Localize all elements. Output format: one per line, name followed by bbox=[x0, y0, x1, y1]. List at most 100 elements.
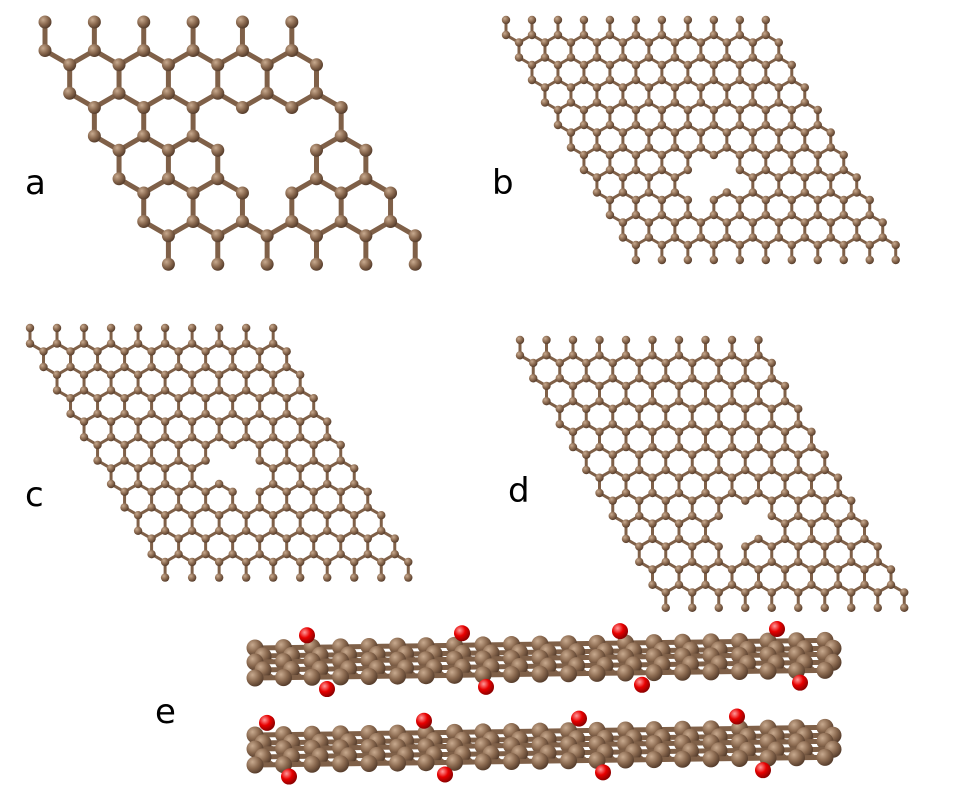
carbon-atom bbox=[780, 534, 790, 544]
carbon-atom bbox=[794, 603, 803, 612]
carbon-atom bbox=[161, 143, 175, 157]
carbon-atom bbox=[255, 440, 264, 450]
carbon-atom bbox=[621, 534, 631, 544]
carbon-atom bbox=[282, 362, 291, 372]
carbon-atom bbox=[282, 440, 291, 450]
carbon-atom bbox=[260, 229, 274, 243]
carbon-atom bbox=[211, 58, 225, 72]
carbon-atom bbox=[696, 53, 706, 62]
carbon-atom bbox=[683, 75, 693, 85]
carbon-atom bbox=[873, 588, 882, 597]
carbon-atom bbox=[137, 215, 151, 228]
carbon-atom bbox=[592, 143, 602, 152]
carbon-atom bbox=[731, 662, 748, 680]
carbon-atom bbox=[214, 433, 224, 442]
carbon-atom bbox=[727, 473, 737, 482]
bond-layer bbox=[28, 326, 410, 580]
carbon-atom bbox=[63, 58, 77, 72]
carbon-atom bbox=[241, 417, 251, 426]
oxygen-atom bbox=[478, 678, 494, 695]
carbon-atom bbox=[582, 404, 591, 414]
carbon-atom bbox=[106, 464, 116, 473]
carbon-atom bbox=[735, 195, 745, 205]
carbon-atom bbox=[133, 433, 143, 442]
carbon-atom bbox=[282, 456, 291, 465]
carbon-atom bbox=[709, 15, 719, 25]
carbon-atom bbox=[826, 218, 835, 227]
carbon-atom bbox=[714, 419, 723, 429]
carbon-atom bbox=[187, 433, 197, 442]
carbon-atom bbox=[767, 450, 776, 459]
carbon-atom bbox=[187, 339, 197, 348]
carbon-atom bbox=[246, 669, 264, 687]
carbon-atom bbox=[282, 347, 291, 356]
carbon-atom bbox=[714, 450, 723, 459]
carbon-atom bbox=[566, 143, 576, 152]
carbon-atom bbox=[648, 580, 657, 589]
carbon-atom bbox=[644, 143, 654, 152]
carbon-atom bbox=[241, 323, 251, 333]
carbon-atom bbox=[174, 347, 183, 356]
carbon-atom bbox=[696, 128, 706, 137]
carbon-atom bbox=[174, 440, 183, 450]
carbon-atom bbox=[657, 195, 667, 205]
carbon-atom bbox=[66, 409, 75, 418]
carbon-atom bbox=[566, 128, 576, 137]
carbon-atom bbox=[334, 129, 348, 143]
carbon-atom bbox=[807, 442, 816, 452]
panel-label-c: c bbox=[25, 475, 44, 515]
carbon-atom bbox=[683, 60, 693, 70]
carbon-atom bbox=[701, 519, 710, 528]
oxygen-atom bbox=[729, 708, 745, 725]
carbon-atom bbox=[701, 442, 710, 452]
carbon-atom bbox=[323, 479, 332, 489]
carbon-atom bbox=[696, 98, 706, 107]
carbon-atom bbox=[201, 347, 210, 356]
carbon-atom bbox=[644, 188, 654, 197]
carbon-atom bbox=[714, 557, 723, 567]
carbon-atom bbox=[722, 233, 732, 242]
carbon-atom bbox=[363, 503, 372, 512]
carbon-atom bbox=[186, 215, 200, 228]
carbon-atom bbox=[631, 165, 641, 175]
carbon-atom bbox=[754, 442, 763, 452]
carbon-atom bbox=[820, 496, 829, 505]
carbon-atom bbox=[722, 38, 732, 47]
carbon-atom bbox=[187, 464, 197, 473]
carbon-atom bbox=[255, 487, 264, 496]
carbon-atom bbox=[255, 503, 264, 512]
carbon-atom bbox=[268, 464, 278, 473]
carbon-atom bbox=[531, 665, 549, 683]
carbon-atom bbox=[741, 419, 750, 429]
carbon-atom bbox=[774, 188, 783, 197]
carbon-atom bbox=[592, 38, 602, 47]
carbon-atom bbox=[886, 565, 896, 574]
carbon-atom bbox=[160, 557, 170, 567]
carbon-atom bbox=[235, 215, 249, 228]
carbon-atom bbox=[618, 143, 628, 152]
carbon-atom bbox=[566, 53, 576, 62]
carbon-atom bbox=[255, 534, 264, 543]
carbon-atom bbox=[860, 580, 869, 589]
carbon-atom bbox=[38, 44, 52, 57]
carbon-atom bbox=[160, 433, 170, 442]
carbon-atom bbox=[582, 450, 591, 459]
carbon-atom bbox=[709, 255, 719, 265]
carbon-atom bbox=[780, 473, 790, 482]
oxygen-atom bbox=[612, 623, 628, 640]
carbon-atom bbox=[847, 496, 856, 505]
carbon-atom bbox=[674, 442, 684, 452]
carbon-atom bbox=[350, 479, 359, 489]
carbon-atom bbox=[741, 603, 750, 612]
carbon-atom bbox=[761, 210, 771, 220]
carbon-atom bbox=[568, 335, 578, 345]
carbon-atom bbox=[503, 753, 520, 771]
carbon-atom bbox=[696, 83, 706, 92]
carbon-atom bbox=[670, 98, 680, 107]
carbon-atom bbox=[787, 75, 796, 85]
carbon-atom bbox=[813, 195, 822, 205]
carbon-atom bbox=[309, 143, 323, 157]
carbon-atom bbox=[657, 165, 667, 175]
carbon-atom bbox=[794, 557, 803, 567]
carbon-atom bbox=[635, 511, 644, 521]
